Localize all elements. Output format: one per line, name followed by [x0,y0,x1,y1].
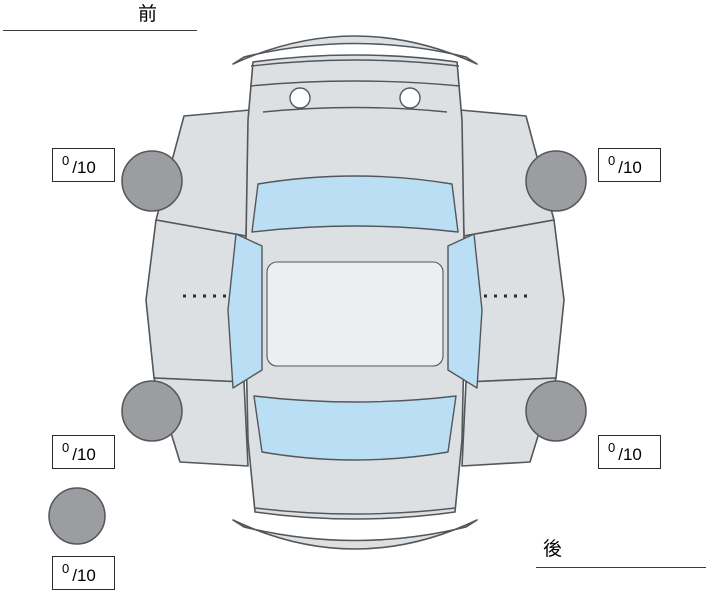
tire-score-denominator: /10 [72,444,96,464]
rear-underline [536,567,706,568]
front-windshield-glass [251,175,459,233]
tire-score-value: 0 [62,560,70,576]
rear-windshield-glass [253,395,457,461]
hood-washer-right [399,87,421,109]
front-underline [3,30,197,31]
tire-score-denominator: /10 [72,565,96,585]
roof-panel [266,261,444,367]
tire-score-rear-left: 0 /10 [52,435,115,469]
rear-left-tire [121,380,183,442]
front-left-tire [121,150,183,212]
rear-bumper-trim [232,519,478,550]
tire-score-front-left: 0 /10 [52,148,115,182]
tire-score-denominator: /10 [618,157,642,177]
tire-score-denominator: /10 [618,444,642,464]
front-bumper-top-seam [250,59,460,67]
tire-score-value: 0 [62,439,70,455]
tire-score-front-right: 0 /10 [598,148,661,182]
right-side-glass [447,233,483,389]
rear-label: 後 [543,539,564,560]
tire-score-value: 0 [608,439,616,455]
hood-washer-left [289,87,311,109]
left-side-glass [227,233,263,389]
tire-score-denominator: /10 [72,157,96,177]
cowl-line [262,106,448,113]
front-bumper-trim [232,35,478,65]
rear-bumper-seam [254,507,456,515]
tire-score-rear-right: 0 /10 [598,435,661,469]
tire-score-value: 0 [62,152,70,168]
rear-right-tire [525,380,587,442]
front-bumper-seam [249,80,461,87]
tire-score-spare: 0 /10 [52,556,115,590]
tire-score-value: 0 [608,152,616,168]
front-label: 前 [138,4,159,25]
spare-tire [48,487,106,545]
front-right-tire [525,150,587,212]
